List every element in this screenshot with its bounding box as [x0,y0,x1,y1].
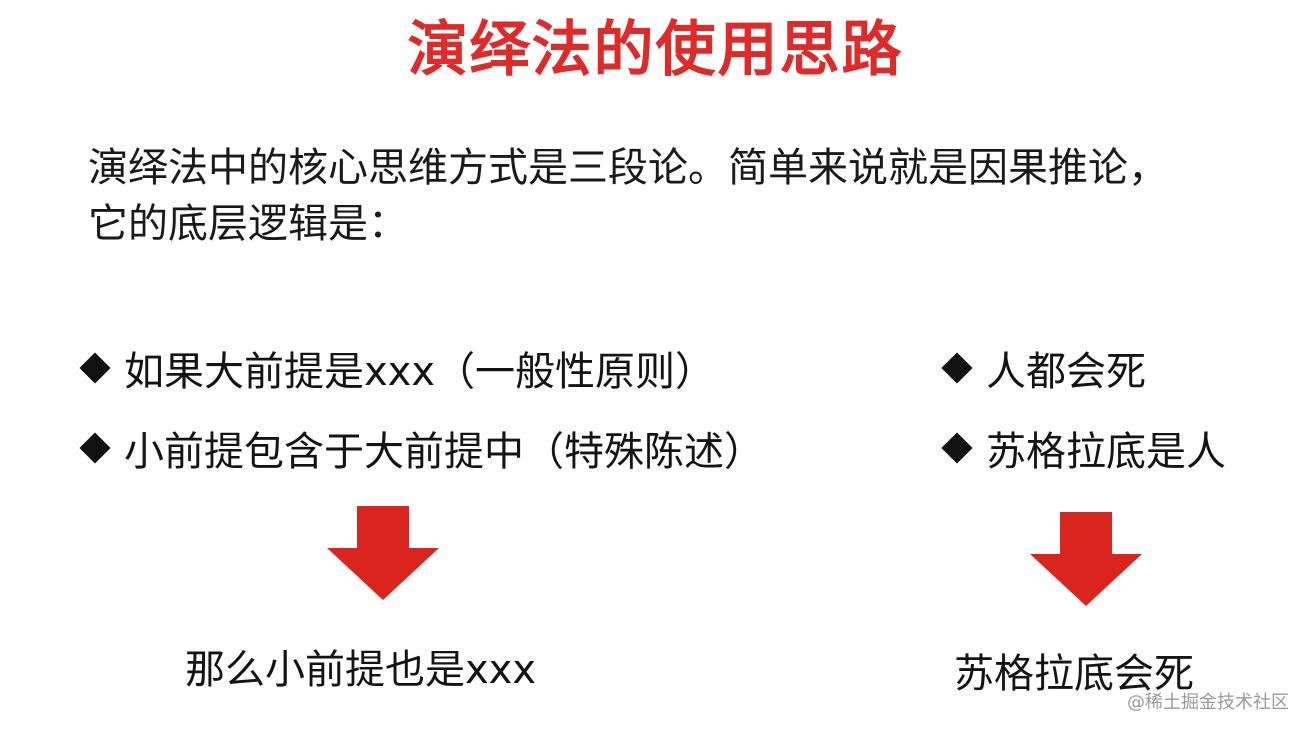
watermark: @稀土掘金技术社区 [1127,692,1289,713]
diamond-bullet-icon [79,352,111,384]
bullet-text: 如果大前提是xxx（一般性原则） [124,349,716,395]
down-arrow-icon [327,506,439,600]
general-bullet-list: 如果大前提是xxx（一般性原则） 小前提包含于大前提中（特殊陈述） [76,340,764,500]
example-bullet-list: 人都会死 苏格拉底是人 [938,340,1226,500]
intro-line: 它的底层逻辑是： [88,201,408,247]
diamond-bullet-icon [79,432,111,464]
slide-title: 演绎法的使用思路 [407,15,904,85]
bullet-text: 小前提包含于大前提中（特殊陈述） [124,429,764,475]
diamond-bullet-icon [941,352,973,384]
bullet-item: 小前提包含于大前提中（特殊陈述） [76,420,764,476]
bullet-text: 人都会死 [986,349,1146,395]
general-conclusion: 那么小前提也是xxx [185,647,537,693]
intro-line: 演绎法中的核心思维方式是三段论。简单来说就是因果推论， [88,145,1168,191]
down-arrow-icon [1030,512,1142,606]
diamond-bullet-icon [941,432,973,464]
example-conclusion: 苏格拉底会死 [954,651,1194,697]
bullet-text: 苏格拉底是人 [986,429,1226,475]
bullet-item: 如果大前提是xxx（一般性原则） [76,340,764,396]
intro-paragraph: 演绎法中的核心思维方式是三段论。简单来说就是因果推论， 它的底层逻辑是： [88,140,1288,252]
bullet-item: 人都会死 [938,340,1226,396]
bullet-item: 苏格拉底是人 [938,420,1226,476]
